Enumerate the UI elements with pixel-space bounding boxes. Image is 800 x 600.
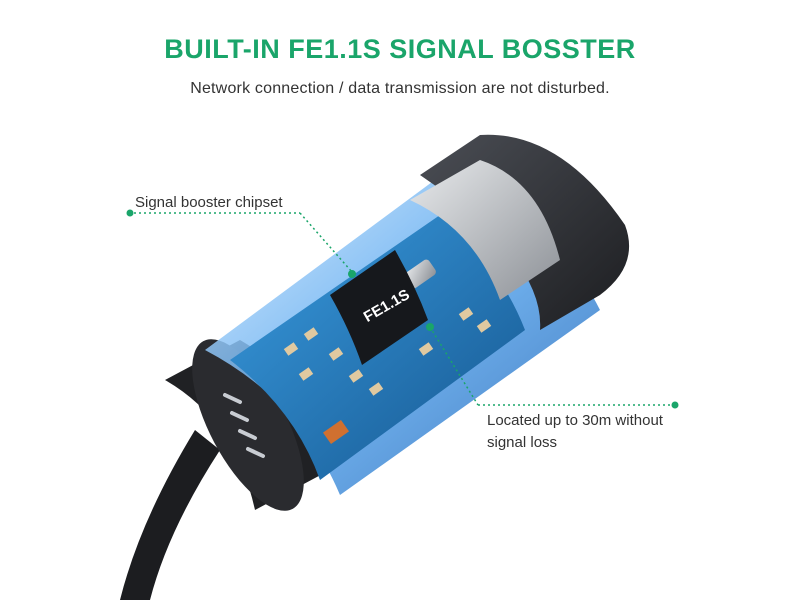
fe11s-chip: FE1.1S (330, 250, 428, 365)
page-title: BUILT-IN FE1.1S SIGNAL BOSSTER (164, 34, 636, 64)
callout-distance-line2: signal loss (487, 434, 558, 451)
callout-chipset-label: Signal booster chipset (135, 194, 283, 211)
connector-pins (223, 393, 265, 458)
callout-left-line (126, 209, 356, 278)
page-subtitle: Network connection / data transmission a… (190, 80, 610, 97)
callout-right-line (426, 323, 679, 409)
callout-distance-line1: Located up to 30m without (487, 412, 663, 429)
rj45-cap (410, 134, 630, 330)
cable (120, 430, 220, 600)
callout-distance-label: Located up to 30m without signal loss (487, 410, 687, 454)
